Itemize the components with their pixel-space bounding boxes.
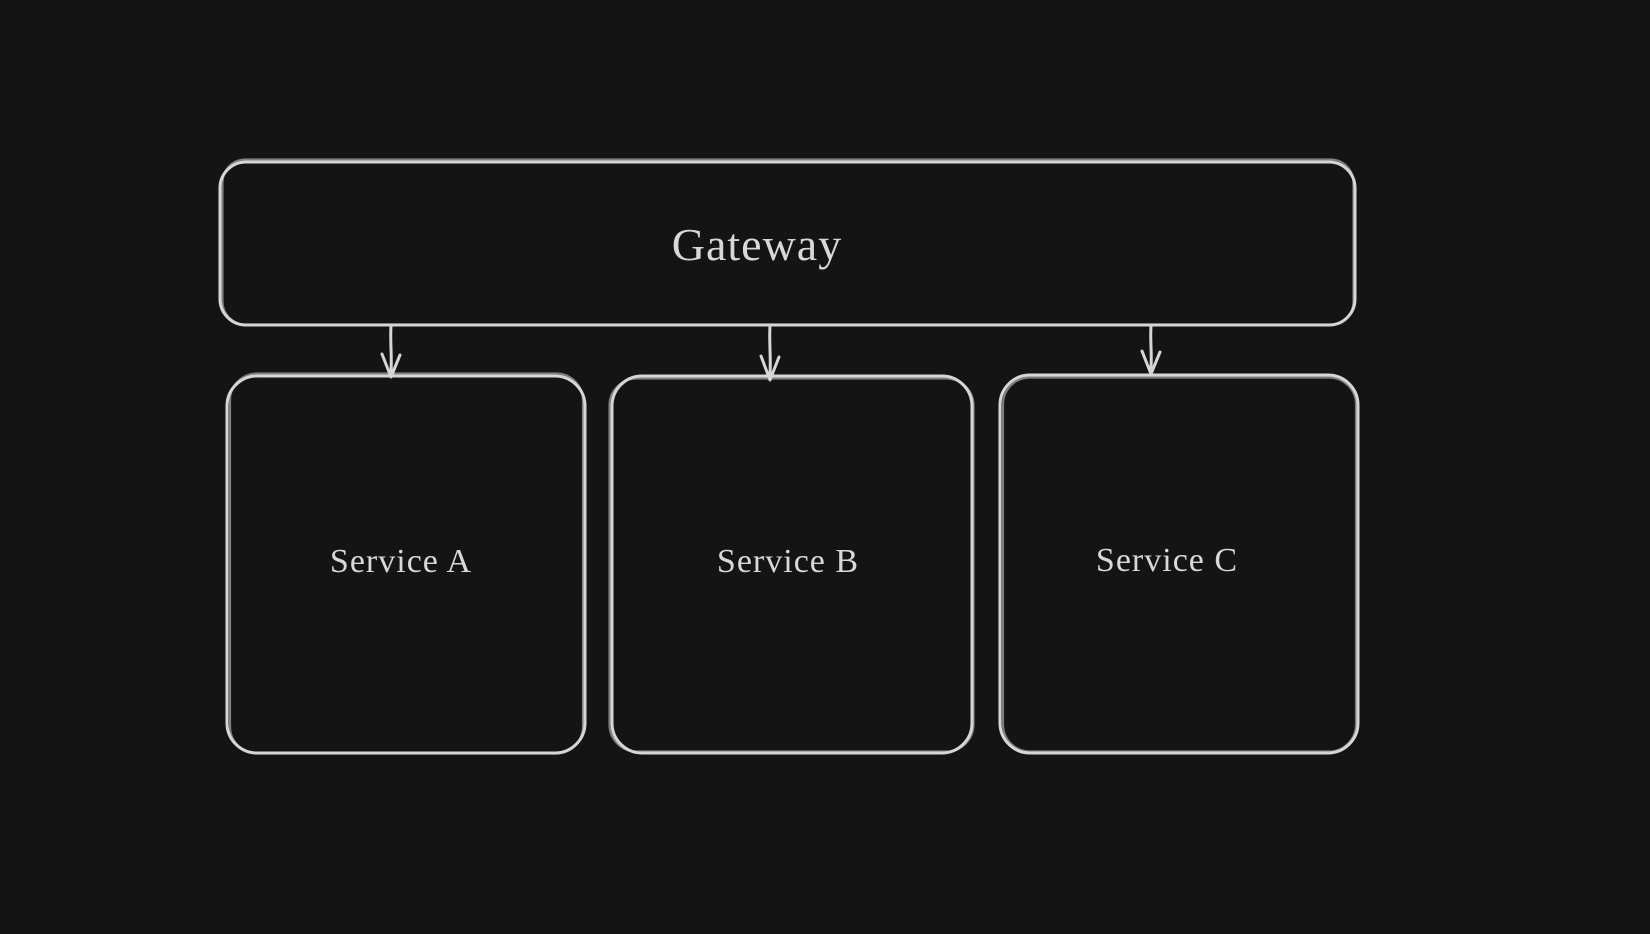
gateway-node: Gateway [218, 158, 1357, 327]
service-b-node: Service B [608, 374, 975, 755]
gateway-label: Gateway [672, 219, 842, 270]
arrow-shaft [768, 324, 772, 376]
edge-gateway-service-b [759, 324, 781, 382]
service-a-label: Service A [330, 543, 472, 580]
arrow-head-icon [759, 354, 781, 382]
service-b-label: Service B [717, 543, 859, 580]
service-a-node: Service A [225, 372, 587, 755]
service-b-box-sketch-overstroke [608, 377, 975, 753]
arrow-shaft [389, 324, 393, 373]
service-b-box [610, 374, 974, 755]
gateway-box-sketch-overstroke [221, 158, 1355, 326]
service-c-label: Service C [1096, 542, 1238, 579]
service-c-node: Service C [998, 373, 1360, 755]
arrow-shaft [1149, 324, 1153, 370]
edge-gateway-service-c [1140, 324, 1162, 376]
service-c-box-sketch-overstroke [1001, 376, 1358, 753]
edge-gateway-service-a [380, 324, 402, 379]
service-a-box-sketch-overstroke [228, 372, 585, 755]
service-c-box [998, 373, 1360, 755]
